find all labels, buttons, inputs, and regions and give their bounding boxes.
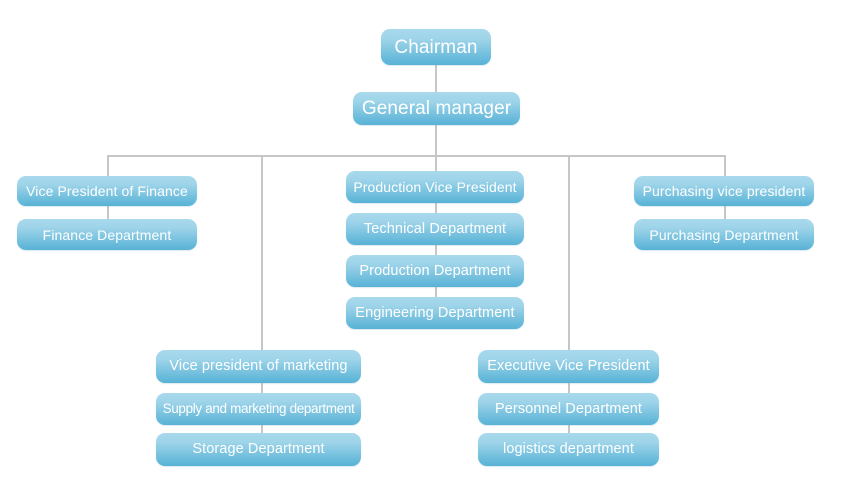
- connector-bus-to-finance-vp: [107, 155, 109, 178]
- node-production-department[interactable]: Production Department: [346, 255, 524, 287]
- node-finance-department-label: Finance Department: [42, 226, 172, 243]
- connector-bus-to-marketing-vp: [261, 155, 263, 351]
- node-vice-president-of-finance-label: Vice President of Finance: [26, 183, 188, 199]
- connector-bus-to-executive-vp: [568, 155, 570, 351]
- node-supply-and-marketing-department[interactable]: Supply and marketing department: [156, 393, 361, 425]
- node-chairman-label: Chairman: [394, 36, 478, 58]
- node-production-vice-president-label: Production Vice President: [353, 179, 517, 195]
- node-purchasing-vice-president-label: Purchasing vice president: [642, 183, 806, 199]
- connector-personnel-to-logistics: [568, 424, 570, 438]
- connector-bus-to-purchasing-vp: [724, 155, 726, 178]
- connector-distribution-bus: [107, 155, 726, 157]
- node-purchasing-department-label: Purchasing Department: [649, 226, 799, 243]
- connector-supply-to-storage: [261, 424, 263, 438]
- node-chairman[interactable]: Chairman: [381, 29, 491, 65]
- connector-bus-to-production-vp: [435, 155, 437, 172]
- connector-chairman-to-gm: [435, 64, 437, 95]
- node-personnel-department-label: Personnel Department: [494, 400, 643, 417]
- node-production-vice-president[interactable]: Production Vice President: [346, 171, 524, 203]
- connector-finance-vp-to-dept: [107, 204, 109, 220]
- node-vice-president-of-marketing-label: Vice president of marketing: [169, 358, 348, 375]
- node-supply-and-marketing-department-label: Supply and marketing department: [162, 401, 355, 417]
- node-technical-department-label: Technical Department: [363, 220, 507, 237]
- node-executive-vice-president-label: Executive Vice President: [487, 358, 650, 375]
- node-technical-department[interactable]: Technical Department: [346, 213, 524, 245]
- node-general-manager-label: General manager: [361, 98, 512, 119]
- connector-production-vp-to-technical: [435, 202, 437, 216]
- node-vice-president-of-finance[interactable]: Vice President of Finance: [17, 176, 197, 206]
- node-purchasing-vice-president[interactable]: Purchasing vice president: [634, 176, 814, 206]
- node-production-department-label: Production Department: [359, 262, 511, 279]
- node-executive-vice-president[interactable]: Executive Vice President: [478, 350, 659, 383]
- node-personnel-department[interactable]: Personnel Department: [478, 393, 659, 425]
- connector-marketing-vp-to-supply: [261, 382, 263, 396]
- node-purchasing-department[interactable]: Purchasing Department: [634, 219, 814, 250]
- connector-executive-vp-to-personnel: [568, 382, 570, 396]
- connector-gm-to-bus: [435, 123, 437, 157]
- connector-technical-to-production-dept: [435, 244, 437, 258]
- node-finance-department[interactable]: Finance Department: [17, 219, 197, 250]
- node-logistics-department[interactable]: logistics department: [478, 433, 659, 466]
- node-storage-department[interactable]: Storage Department: [156, 433, 361, 466]
- connector-production-dept-to-engineering: [435, 286, 437, 300]
- node-vice-president-of-marketing[interactable]: Vice president of marketing: [156, 350, 361, 383]
- node-engineering-department[interactable]: Engineering Department: [346, 297, 524, 329]
- connector-purchasing-vp-to-dept: [724, 204, 726, 220]
- node-storage-department-label: Storage Department: [192, 441, 325, 458]
- node-general-manager[interactable]: General manager: [353, 92, 520, 125]
- node-engineering-department-label: Engineering Department: [355, 304, 515, 321]
- node-logistics-department-label: logistics department: [503, 441, 634, 458]
